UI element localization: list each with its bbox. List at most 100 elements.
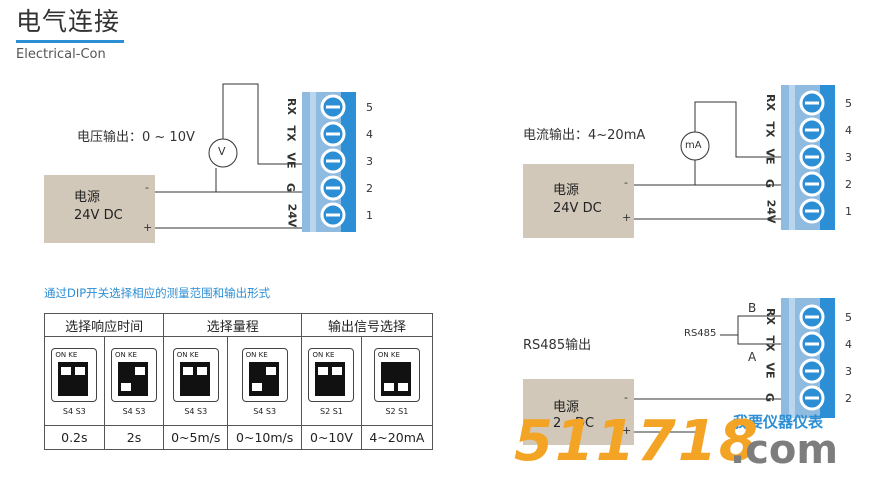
pin-g: G [284,182,298,193]
psu-minus: - [145,181,149,194]
psu-voltage: 2 [553,416,562,431]
pin-number: 2 [845,392,852,405]
watermark-tag: 我要仪器仪表 [733,413,824,431]
pin-ve: VE [284,152,298,169]
pin-rx: RX [763,94,777,111]
dip-switch-cell: ON KE S4 S3 [227,336,303,426]
rs485-connector [781,298,835,418]
pin-number: 4 [845,338,852,351]
rs485-a-label: A [748,350,757,364]
pin-24v: 24V [764,199,778,224]
pin-ve: VE [763,362,777,379]
dip-switch-label: S4 S3 [62,407,86,416]
ammeter-icon: mA [685,140,702,151]
dip-switch-cell: ON KE S4 S3 [163,336,229,426]
pin-rx: RX [284,98,298,115]
rs485-b-label: B [748,301,757,315]
voltage-wires [155,83,302,229]
dip-switch-label: S2 S1 [320,407,343,416]
psu-plus: + [622,424,632,437]
dip-switch-cell: ON KE S2 S1 [360,336,434,426]
header-range: 选择量程 [163,313,303,337]
dip-on-label: ON KE [245,351,268,359]
pin-number: 2 [366,182,373,195]
psu-label: 电源 [553,183,580,198]
dip-switch: ON KE [373,348,420,402]
dip-knob [397,383,408,391]
dip-on-label: ON KE [312,351,335,359]
dip-on-label: ON KE [176,351,199,359]
page-subtitle: Electrical-Con [16,47,106,62]
dip-switch: ON KE [111,348,157,402]
rs485-wires [634,315,781,433]
pin-24v: 24V [285,203,299,228]
dip-value: 4~20mA [360,425,434,450]
pin-number: 5 [366,101,373,114]
pin-tx: TX [763,121,777,138]
rs485-power-supply: 电源 2 DC - + [523,379,634,445]
pin-number: 4 [845,124,852,137]
dip-knob [383,383,394,391]
psu-plus: + [622,211,632,224]
dip-value: 0~10m/s [227,425,303,450]
psu-label: 电源 [74,190,101,205]
pin-number: 5 [845,311,852,324]
current-output-label: 电流输出：4~20mA [523,128,646,143]
pin-g: G [763,392,777,403]
header-output-signal: 输出信号选择 [301,313,433,337]
pin-g: G [763,178,777,189]
dip-value: 0.2s [44,425,105,450]
pin-tx: TX [284,125,298,142]
voltmeter-icon: V [218,145,226,158]
psu-minus: - [624,391,628,404]
current-wires [634,101,781,220]
dip-on-label: ON KE [55,351,78,359]
pin-number: 5 [845,97,852,110]
dip-knob [332,367,343,375]
dip-switch: ON KE [51,348,98,402]
dip-knob [75,367,86,375]
dip-switch-label: S4 S3 [184,407,208,416]
pin-number: 3 [845,151,852,164]
dip-switch-cell: ON KE S4 S3 [44,336,105,426]
dip-knob [61,367,72,375]
psu-voltage-suffix: DC [575,416,595,431]
rs485-bus-label: RS485 [684,328,717,339]
current-power-supply: 电源 24V DC - + [523,164,634,238]
dip-switch: ON KE [241,348,288,402]
dip-switch-label: S2 S1 [385,407,409,416]
pin-number: 3 [366,155,373,168]
header-response-time: 选择响应时间 [43,313,165,337]
rs485-output-label: RS485输出 [523,338,592,353]
dip-value: 0~5m/s [163,425,229,450]
psu-voltage: 24V DC [74,208,123,223]
psu-label: 电源 [553,400,580,415]
current-connector [781,85,835,230]
dip-switch-label: S4 S3 [122,407,146,416]
voltage-connector [302,92,356,232]
dip-switch-cell: ON KE S2 S1 [301,336,362,426]
pin-number: 2 [845,178,852,191]
psu-voltage: 24V DC [553,201,602,216]
pin-number: 4 [366,128,373,141]
dip-value: 0~10V [301,425,362,450]
voltage-power-supply: 电源 24V DC - + [44,175,155,243]
dip-knob [121,383,131,391]
dip-switch: ON KE [308,348,355,402]
dip-on-label: ON KE [115,351,137,359]
watermark-suffix: .com [730,427,839,473]
dip-value: 2s [103,425,165,450]
dip-knob [265,367,276,375]
dip-knob [196,367,207,375]
page-title: 电气连接 [16,7,121,36]
dip-switch-label: S4 S3 [253,407,277,416]
psu-plus: + [143,221,153,234]
voltage-output-label: 电压输出：0 ~ 10V [77,130,195,145]
watermark-number: 511718 [514,409,760,474]
dip-switch-cell: ON KE S4 S3 [103,336,165,426]
dip-on-label: ON KE [377,351,400,359]
pin-number: 3 [845,365,852,378]
dip-knob [135,367,145,375]
